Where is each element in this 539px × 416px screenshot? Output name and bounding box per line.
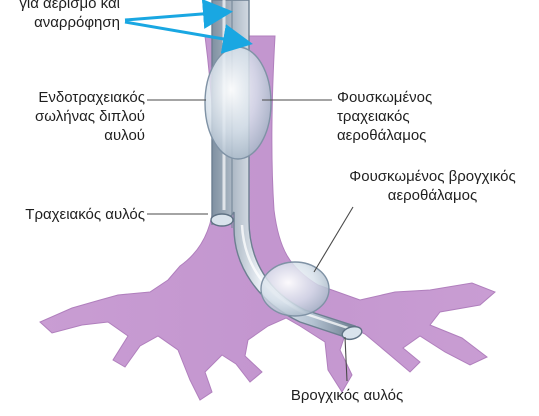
tracheal-cuff-label-line-1: Φουσκωμένος: [337, 88, 487, 107]
tracheal-lumen-label-text: Τραχειακός αυλός: [0, 205, 145, 224]
bronchial-lumen-label-text: Βρογχικός αυλός: [272, 386, 422, 405]
suction-label: για αερισμό και αναρρόφηση: [0, 0, 120, 32]
bronchial-cuff-label: Φουσκωμένος βρογχικός αεροθάλαμος: [330, 167, 535, 205]
tracheal-lumen-opening: [211, 214, 233, 226]
endotracheal-tube-label-line-2: σωλήνας διπλού: [0, 107, 145, 126]
suction-label-line-1: για αερισμό και: [0, 0, 120, 13]
endotracheal-tube-label-line-1: Ενδοτραχειακός: [0, 88, 145, 107]
leader-bronchial-cuff: [314, 207, 353, 272]
bronchial-lumen-label: Βρογχικός αυλός: [272, 386, 422, 405]
tracheal-lumen-label: Τραχειακός αυλός: [0, 205, 145, 224]
bronchial-cuff-label-line-2: αεροθάλαμος: [330, 186, 535, 205]
bronchial-cuff-label-line-1: Φουσκωμένος βρογχικός: [330, 167, 535, 186]
tracheal-cuff-label-line-3: αεροθάλαμος: [337, 126, 487, 145]
tracheal-cuff-label-line-2: τραχειακός: [337, 107, 487, 126]
tracheal-cuff: [205, 47, 271, 159]
tracheal-cuff-label: Φουσκωμένος τραχειακός αεροθάλαμος: [337, 88, 487, 145]
suction-label-line-2: αναρρόφηση: [0, 13, 120, 32]
bronchial-cuff: [261, 262, 329, 316]
endotracheal-tube-label-line-3: αυλού: [0, 126, 145, 145]
endotracheal-tube-label: Ενδοτραχειακός σωλήνας διπλού αυλού: [0, 88, 145, 145]
